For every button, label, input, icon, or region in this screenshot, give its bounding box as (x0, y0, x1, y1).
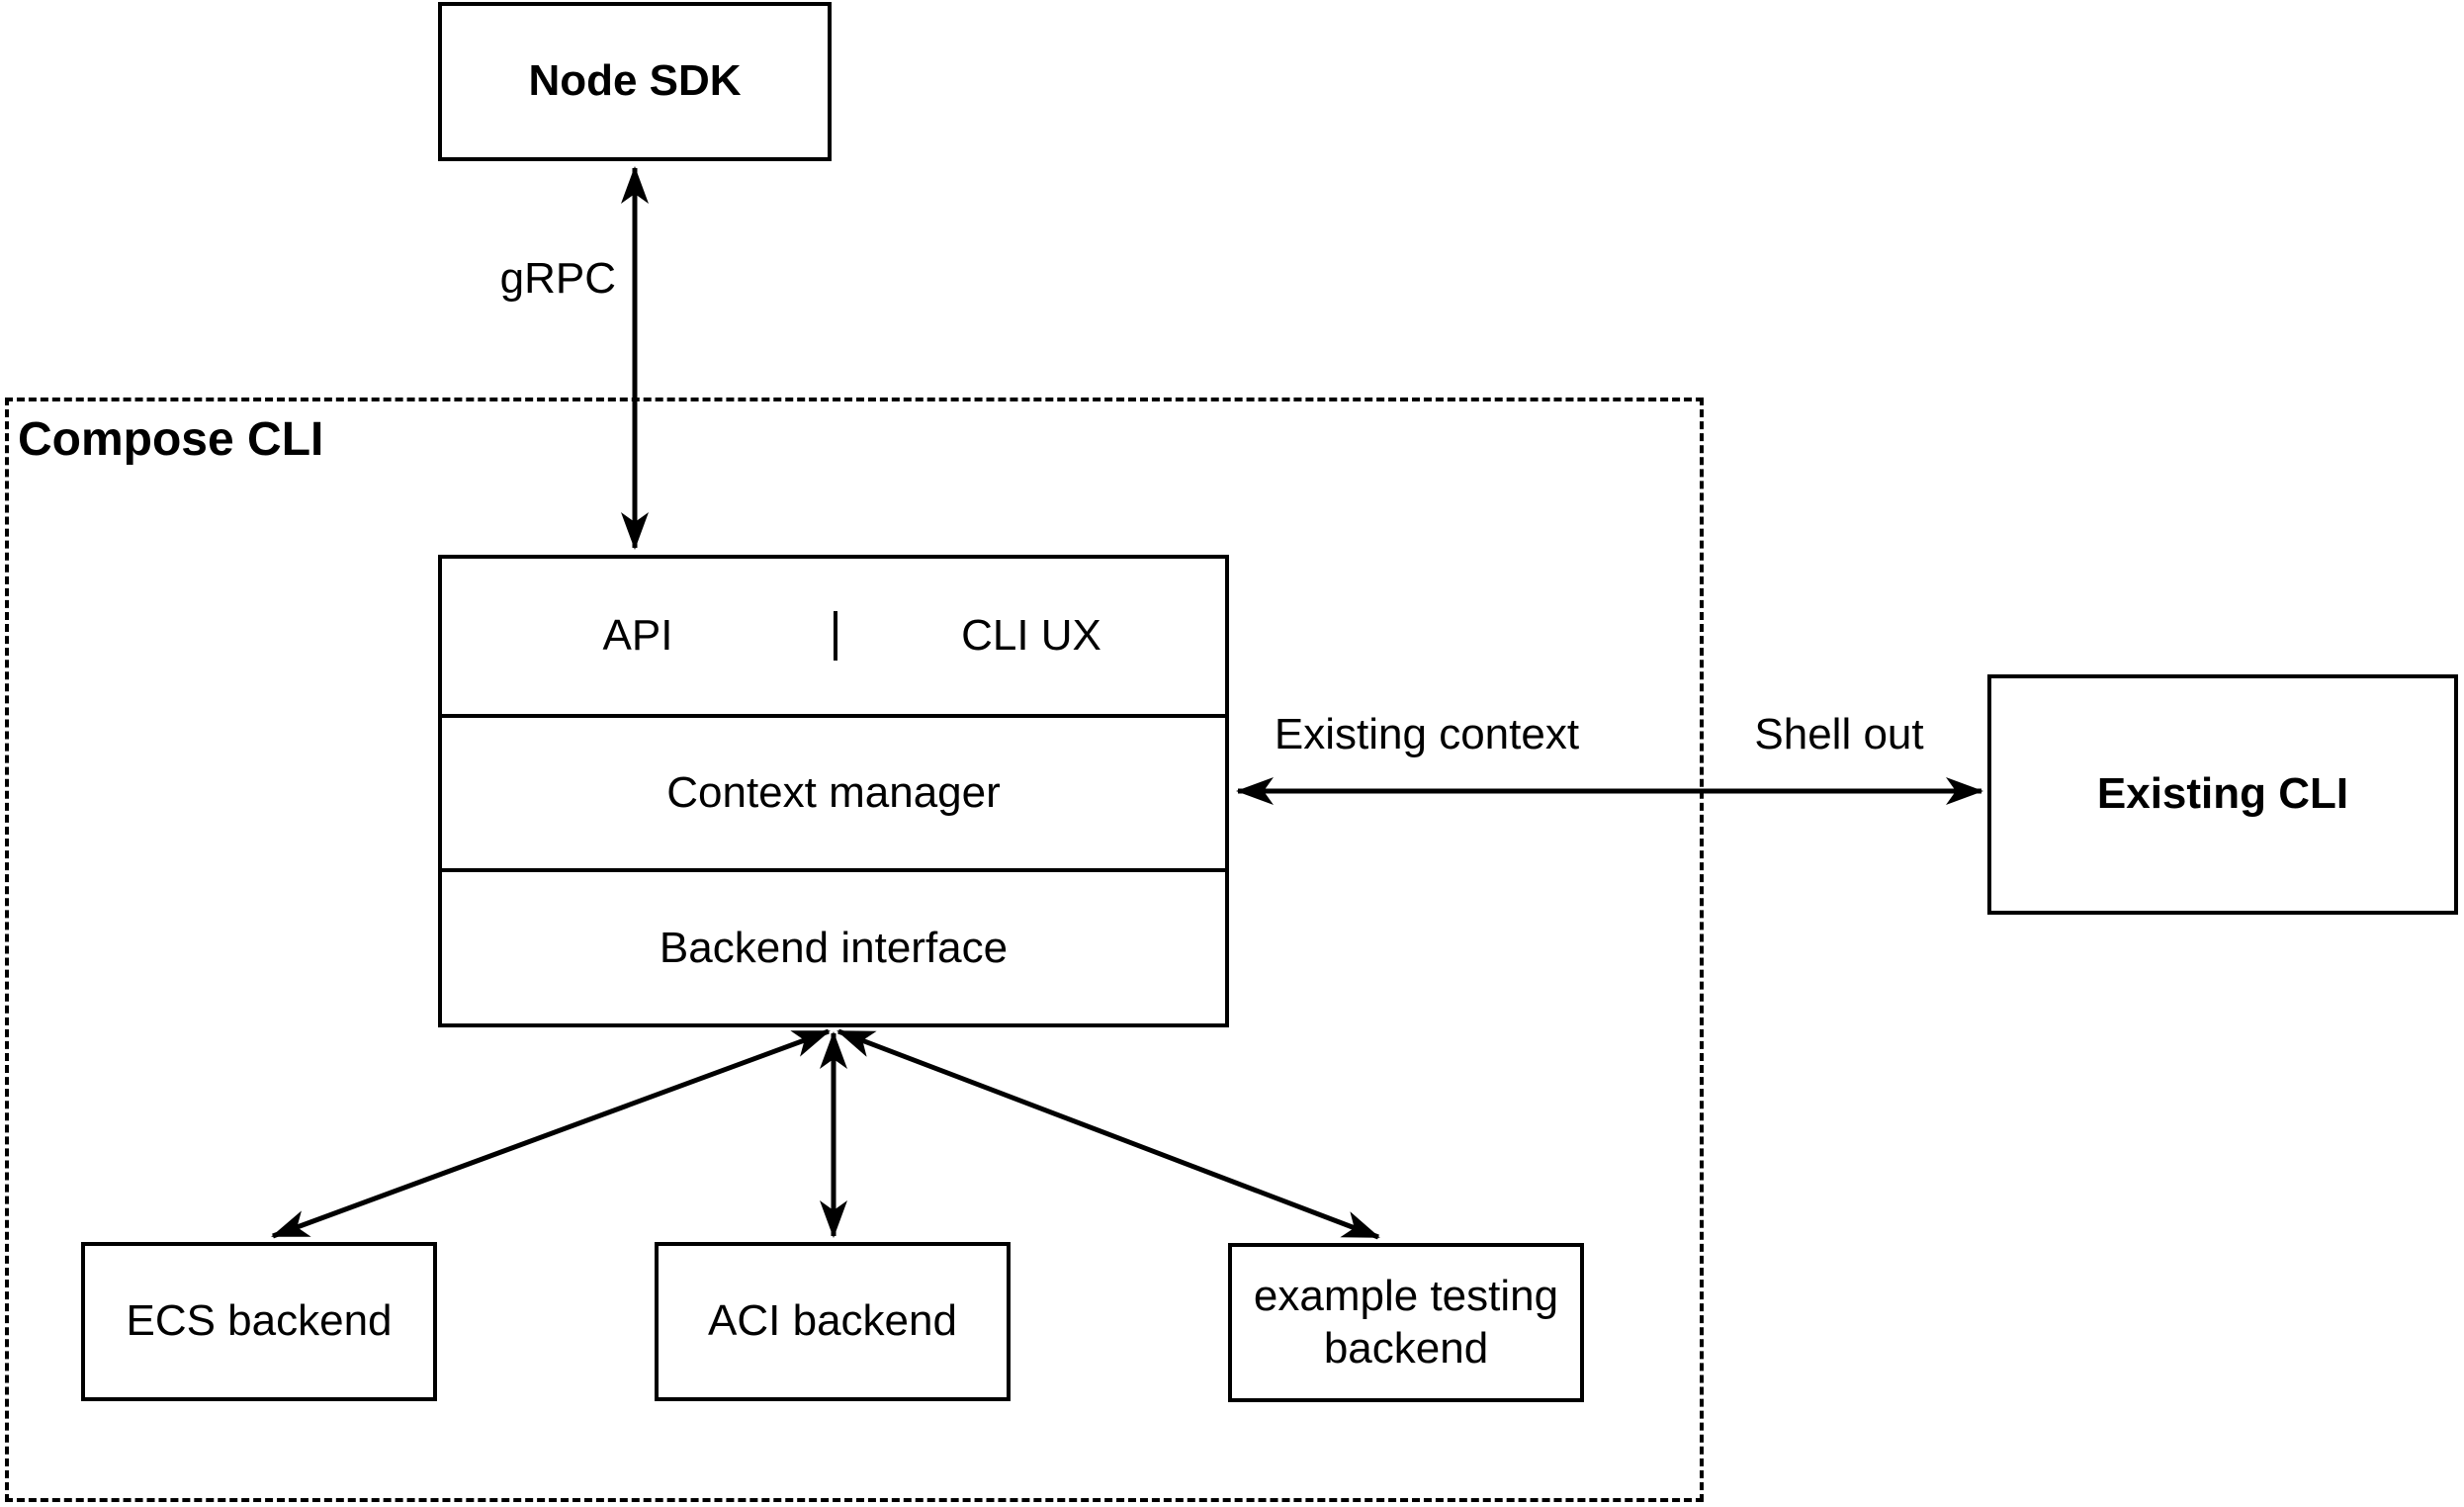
context-manager-cell: Context manager (442, 713, 1225, 869)
aci-backend-label: ACI backend (708, 1296, 957, 1346)
existing-cli-label: Existing CLI (2096, 769, 2349, 819)
ecs-backend-label: ECS backend (126, 1296, 393, 1346)
node-sdk-box: Node SDK (438, 2, 832, 161)
core-top-row: API CLI UX (442, 559, 1225, 714)
example-backend-label: example testing backend (1253, 1271, 1559, 1373)
cli-ux-label: CLI UX (961, 611, 1101, 661)
compose-cli-container: Compose CLI (5, 398, 1704, 1502)
aci-backend-box: ACI backend (655, 1242, 1011, 1401)
backend-interface-label: Backend interface (659, 923, 1009, 972)
cli-ux-cell: CLI UX (834, 611, 1225, 662)
core-stack-box: API CLI UX Context manager Backend inter… (438, 555, 1229, 1027)
ecs-backend-box: ECS backend (81, 1242, 437, 1401)
existing-context-edge-label: Existing context (1274, 710, 1580, 758)
grpc-edge-label: gRPC (499, 254, 616, 303)
api-label: API (602, 611, 673, 661)
example-backend-box: example testing backend (1228, 1243, 1584, 1402)
shell-out-edge-label: Shell out (1754, 710, 1924, 758)
existing-cli-box: Existing CLI (1987, 674, 2458, 915)
node-sdk-label: Node SDK (528, 56, 742, 106)
compose-cli-label: Compose CLI (18, 413, 324, 466)
api-cell: API (442, 611, 834, 661)
context-manager-label: Context manager (666, 767, 1001, 817)
backend-interface-cell: Backend interface (442, 868, 1225, 1023)
